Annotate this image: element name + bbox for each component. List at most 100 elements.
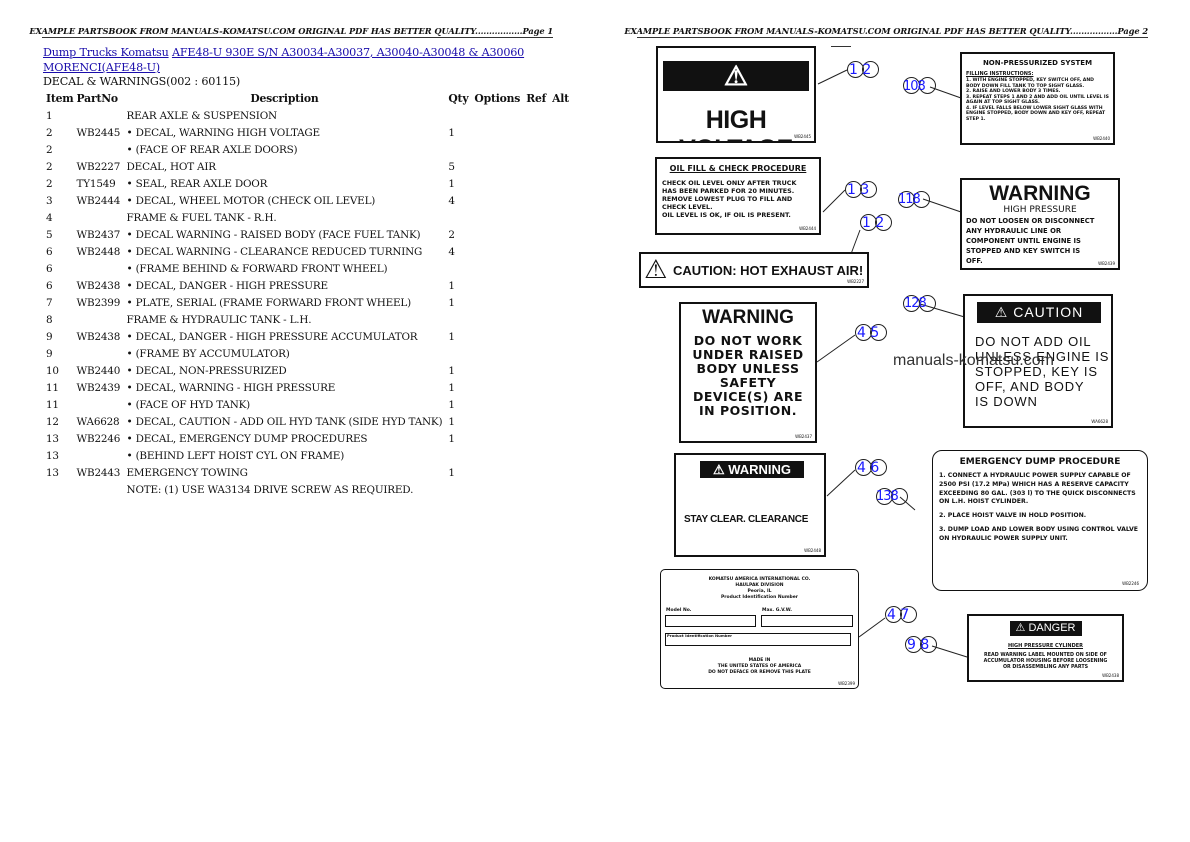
cell-description: • (FRAME BY ACCUMULATOR) bbox=[126, 347, 290, 360]
cell-description: REAR AXLE & SUSPENSION bbox=[126, 109, 278, 122]
cell-item: 9 bbox=[46, 347, 53, 360]
col-header-description: Description bbox=[250, 91, 319, 105]
cell-ref bbox=[523, 226, 549, 243]
cell-alt bbox=[549, 277, 572, 294]
cell-options bbox=[471, 328, 523, 345]
cell-item: 3 bbox=[46, 194, 53, 207]
col-header-alt: Alt bbox=[552, 91, 569, 105]
table-row: 13• (BEHIND LEFT HOIST CYL ON FRAME) bbox=[43, 447, 572, 464]
cell-item bbox=[43, 481, 77, 498]
cell-item: 2 bbox=[46, 177, 53, 190]
cell-description: • (BEHIND LEFT HOIST CYL ON FRAME) bbox=[126, 449, 345, 462]
cell-ref bbox=[523, 447, 549, 464]
cell-description: • DECAL, WARNING HIGH VOLTAGE bbox=[126, 126, 321, 139]
breadcrumb-link-model[interactable]: AFE48-U 930E S/N A30034-A30037, A30040-A… bbox=[43, 46, 525, 74]
cell-qty: 1 bbox=[448, 466, 455, 479]
cell-item: 1 bbox=[46, 109, 53, 122]
caution-triangle-icon: ⚠ bbox=[644, 255, 668, 285]
cell-options bbox=[471, 481, 523, 498]
cell-partno: WB2440 bbox=[76, 364, 121, 377]
cell-alt bbox=[549, 413, 572, 430]
cell-item: 12 bbox=[46, 415, 59, 428]
cell-ref bbox=[523, 158, 549, 175]
cell-alt bbox=[549, 328, 572, 345]
table-header-row: Item PartNo Description Qty Options Ref … bbox=[43, 89, 572, 107]
cell-description: • PLATE, SERIAL (FRAME FORWARD FRONT WHE… bbox=[126, 296, 412, 309]
cell-options bbox=[471, 175, 523, 192]
cell-alt bbox=[549, 107, 572, 124]
decal-warning-high-pressure: WARNING HIGH PRESSURE DO NOT LOOSEN OR D… bbox=[960, 178, 1120, 270]
col-header-ref: Ref bbox=[526, 91, 547, 105]
cell-item: 13 bbox=[46, 432, 59, 445]
decal-danger-high-voltage: ⚠ DANGER HIGH VOLTAGE WB2445 bbox=[656, 46, 816, 143]
decal-warning-stay-clear: ⚠ WARNING STAY CLEAR. CLEARANCE REDUCED … bbox=[674, 453, 826, 557]
cell-options bbox=[471, 192, 523, 209]
cell-description: • DECAL, EMERGENCY DUMP PROCEDURES bbox=[126, 432, 368, 445]
cell-partno: WB2399 bbox=[76, 296, 121, 309]
cell-description: NOTE: (1) USE WA3134 DRIVE SCREW AS REQU… bbox=[126, 483, 414, 496]
cell-partno bbox=[77, 345, 124, 362]
cell-partno bbox=[77, 260, 124, 277]
cell-qty bbox=[445, 447, 471, 464]
cell-description: • (FRAME BEHIND & FORWARD FRONT WHEEL) bbox=[126, 262, 388, 275]
cell-item: 6 bbox=[46, 279, 53, 292]
cell-partno bbox=[77, 209, 124, 226]
cell-alt bbox=[549, 464, 572, 481]
decal-serial-plate: KOMATSU AMERICA INTERNATIONAL CO. HAULPA… bbox=[660, 569, 859, 689]
page-header: EXAMPLE PARTSBOOK FROM MANUALS-KOMATSU.C… bbox=[624, 26, 1148, 36]
cell-partno: WB2437 bbox=[76, 228, 121, 241]
cell-options bbox=[471, 311, 523, 328]
cell-alt bbox=[549, 209, 572, 226]
cell-qty bbox=[445, 141, 471, 158]
cell-alt bbox=[549, 447, 572, 464]
col-header-item: Item bbox=[46, 91, 74, 105]
cell-description: • DECAL, NON-PRESSURIZED bbox=[126, 364, 287, 377]
cell-alt bbox=[549, 192, 572, 209]
breadcrumb: Dump Trucks Komatsu AFE48-U 930E S/N A30… bbox=[43, 45, 563, 75]
header-rule bbox=[637, 37, 1148, 38]
table-row: 2• (FACE OF REAR AXLE DOORS) bbox=[43, 141, 572, 158]
cell-qty: 1 bbox=[448, 126, 455, 139]
cell-alt bbox=[549, 124, 572, 141]
cell-item: 11 bbox=[46, 398, 59, 411]
cell-item: 6 bbox=[46, 245, 53, 258]
cell-options bbox=[471, 107, 523, 124]
cell-ref bbox=[523, 209, 549, 226]
cell-partno bbox=[77, 107, 124, 124]
decal-danger-pressure-cylinder: ⚠ DANGER HIGH PRESSURE CYLINDER READ WAR… bbox=[967, 614, 1124, 682]
cell-ref bbox=[523, 345, 549, 362]
table-row: 6 • (FRAME BEHIND & FORWARD FRONT WHEEL) bbox=[43, 260, 572, 277]
cell-alt bbox=[549, 379, 572, 396]
cell-qty: 1 bbox=[448, 415, 455, 428]
cell-qty: 1 bbox=[448, 296, 455, 309]
decal-non-pressurized: NON-PRESSURIZED SYSTEM FILLING INSTRUCTI… bbox=[960, 52, 1115, 145]
section-title: DECAL & WARNINGS(002 : 60115) bbox=[43, 75, 241, 88]
cell-description: • DECAL, CAUTION - ADD OIL HYD TANK (SID… bbox=[126, 415, 443, 428]
cell-partno bbox=[77, 481, 124, 498]
warning-triangle-icon: ⚠ bbox=[723, 61, 749, 91]
cell-item: 4 bbox=[46, 211, 53, 224]
cell-alt bbox=[549, 226, 572, 243]
cell-item: 5 bbox=[46, 228, 53, 241]
cell-alt bbox=[549, 141, 572, 158]
cell-item: 6 bbox=[46, 262, 53, 275]
cell-ref bbox=[523, 396, 549, 413]
cell-options bbox=[471, 447, 523, 464]
breadcrumb-link-dump-trucks[interactable]: Dump Trucks Komatsu bbox=[43, 46, 169, 59]
cell-description: FRAME & FUEL TANK - R.H. bbox=[126, 211, 277, 224]
cell-description: • DECAL, WARNING - HIGH PRESSURE bbox=[126, 381, 336, 394]
cell-qty: 1 bbox=[448, 177, 455, 190]
cell-qty bbox=[445, 311, 471, 328]
cell-partno: WB2443 bbox=[76, 466, 121, 479]
cell-alt bbox=[549, 311, 572, 328]
cell-options bbox=[471, 226, 523, 243]
cell-qty: 1 bbox=[448, 364, 455, 377]
cell-alt bbox=[549, 430, 572, 447]
cell-description: • SEAL, REAR AXLE DOOR bbox=[126, 177, 268, 190]
cell-options bbox=[471, 260, 523, 277]
cell-options bbox=[471, 345, 523, 362]
